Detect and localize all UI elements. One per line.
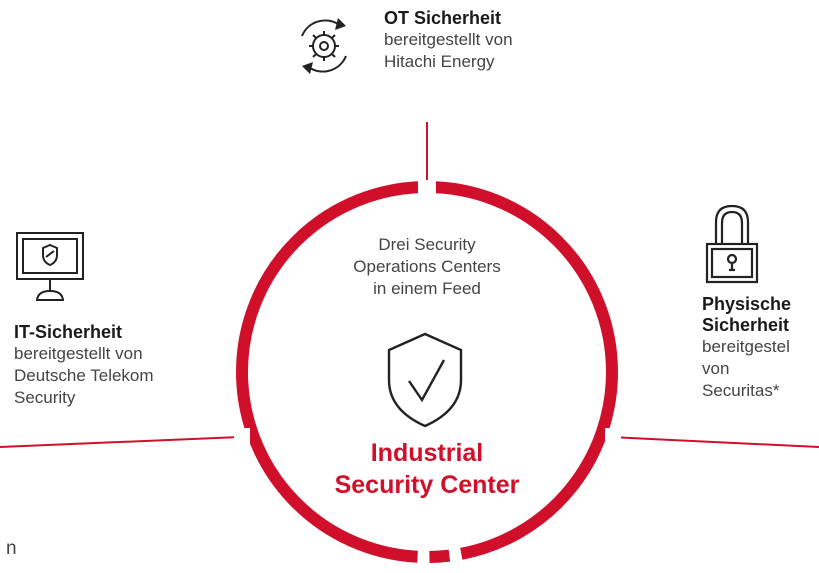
it-line-3: Security [14, 388, 76, 407]
shield-check-icon [387, 332, 463, 428]
physical-block: Physische Sicherheit bereitgestel von Se… [702, 294, 819, 402]
physical-title-1: Physische [702, 294, 792, 314]
monitor-shield-icon [16, 232, 84, 301]
it-line-1: bereitgestellt von [14, 344, 143, 363]
padlock-icon [705, 204, 759, 284]
center-line-2: Operations Centers [353, 257, 501, 276]
ot-line-2: Hitachi Energy [384, 52, 495, 71]
ot-title: OT Sicherheit [384, 8, 502, 28]
brand-line-2: Security Center [334, 471, 520, 499]
ring-gap-left [234, 428, 250, 446]
brand-line-1: Industrial [370, 439, 484, 467]
physical-line-1: bereitgestel [702, 337, 790, 356]
it-block: IT-Sicherheit bereitgestellt von Deutsch… [14, 322, 154, 409]
center-line-1: Drei Security [378, 235, 476, 254]
center-caption: Drei Security Operations Centers in eine… [317, 234, 537, 300]
brand-title: Industrial Security Center [297, 437, 557, 501]
ring-gap-top [418, 180, 436, 196]
physical-line-3: Securitas* [702, 381, 780, 400]
connector-left [0, 436, 241, 448]
connector-right [609, 436, 819, 448]
ot-block: OT Sicherheit bereitgestellt von Hitachi… [384, 8, 513, 73]
physical-title-2: Sicherheit [702, 315, 790, 335]
ot-line-1: bereitgestellt von [384, 30, 513, 49]
center-line-3: in einem Feed [373, 279, 481, 298]
ring-gap-right [605, 428, 621, 446]
physical-line-2: von [702, 359, 730, 378]
it-line-2: Deutsche Telekom [14, 366, 154, 385]
text-fragment: n [6, 538, 17, 559]
it-title: IT-Sicherheit [14, 322, 123, 342]
gear-cycle-icon [301, 18, 347, 74]
